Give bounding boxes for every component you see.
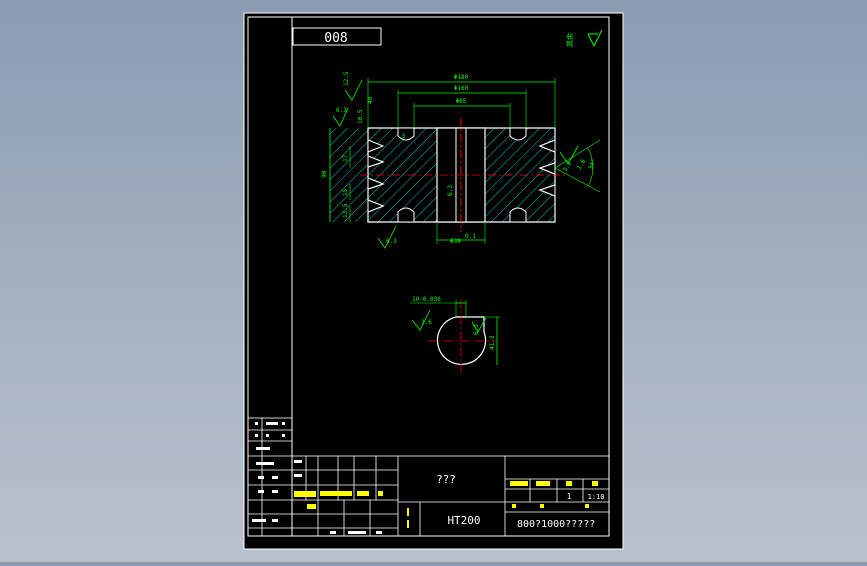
svg-text:90: 90 [321,170,328,178]
svg-text:3.6: 3.6 [421,319,432,326]
svg-text:其余: 其余 [565,33,574,47]
svg-text:Φ160: Φ160 [454,85,469,92]
svg-text:15: 15 [342,188,349,196]
svg-text:3.2: 3.2 [562,160,574,173]
svg-text:6.3: 6.3 [386,238,397,245]
pulley-section-view [330,118,566,232]
dimensions: Φ180 Φ160 Φ65 12.5 6.3 40 10.5 90 17 15 … [321,71,601,249]
svg-text:Φ65: Φ65 [456,98,467,105]
svg-text:10-0.036: 10-0.036 [412,296,441,303]
drawing-code: 800?1000????? [517,519,595,530]
title-block-small-marks [294,460,382,534]
scale-text: 1:10 [588,493,605,501]
svg-text:5: 5 [402,133,406,140]
part-name: ??? [436,473,456,486]
drawing-sheet [243,12,624,550]
svg-text:10.5: 10.5 [357,109,364,124]
material-text: HT200 [447,514,480,527]
svg-text:1.6: 1.6 [576,158,588,171]
svg-text:13.5: 13.5 [342,203,349,218]
drawing-number-text: 008 [324,31,347,46]
title-block [291,455,610,537]
quantity-text: 1 [567,492,572,501]
keyway-end-view [428,300,497,372]
svg-text:40: 40 [367,96,374,104]
drawing-number-box [292,27,382,46]
svg-text:41.3: 41.3 [489,335,496,350]
title-block-marks [294,481,598,528]
svg-text:12.5: 12.5 [343,71,350,86]
binding-marks [252,422,285,522]
roughness-corner-symbol: 其余 [565,29,603,48]
svg-text:17: 17 [342,154,349,162]
svg-text:0.1: 0.1 [465,233,476,240]
svg-text:Φ180: Φ180 [454,74,469,81]
svg-text:6.3: 6.3 [336,107,347,114]
svg-text:34°: 34° [587,158,597,171]
svg-text:Φ38: Φ38 [450,238,461,245]
svg-text:6.3: 6.3 [473,324,480,335]
svg-text:6.3: 6.3 [447,185,454,196]
keyway-bore-outline [436,316,487,365]
keyway-dimensions: 10-0.036 3.6 41.3 6.3 [410,296,500,365]
